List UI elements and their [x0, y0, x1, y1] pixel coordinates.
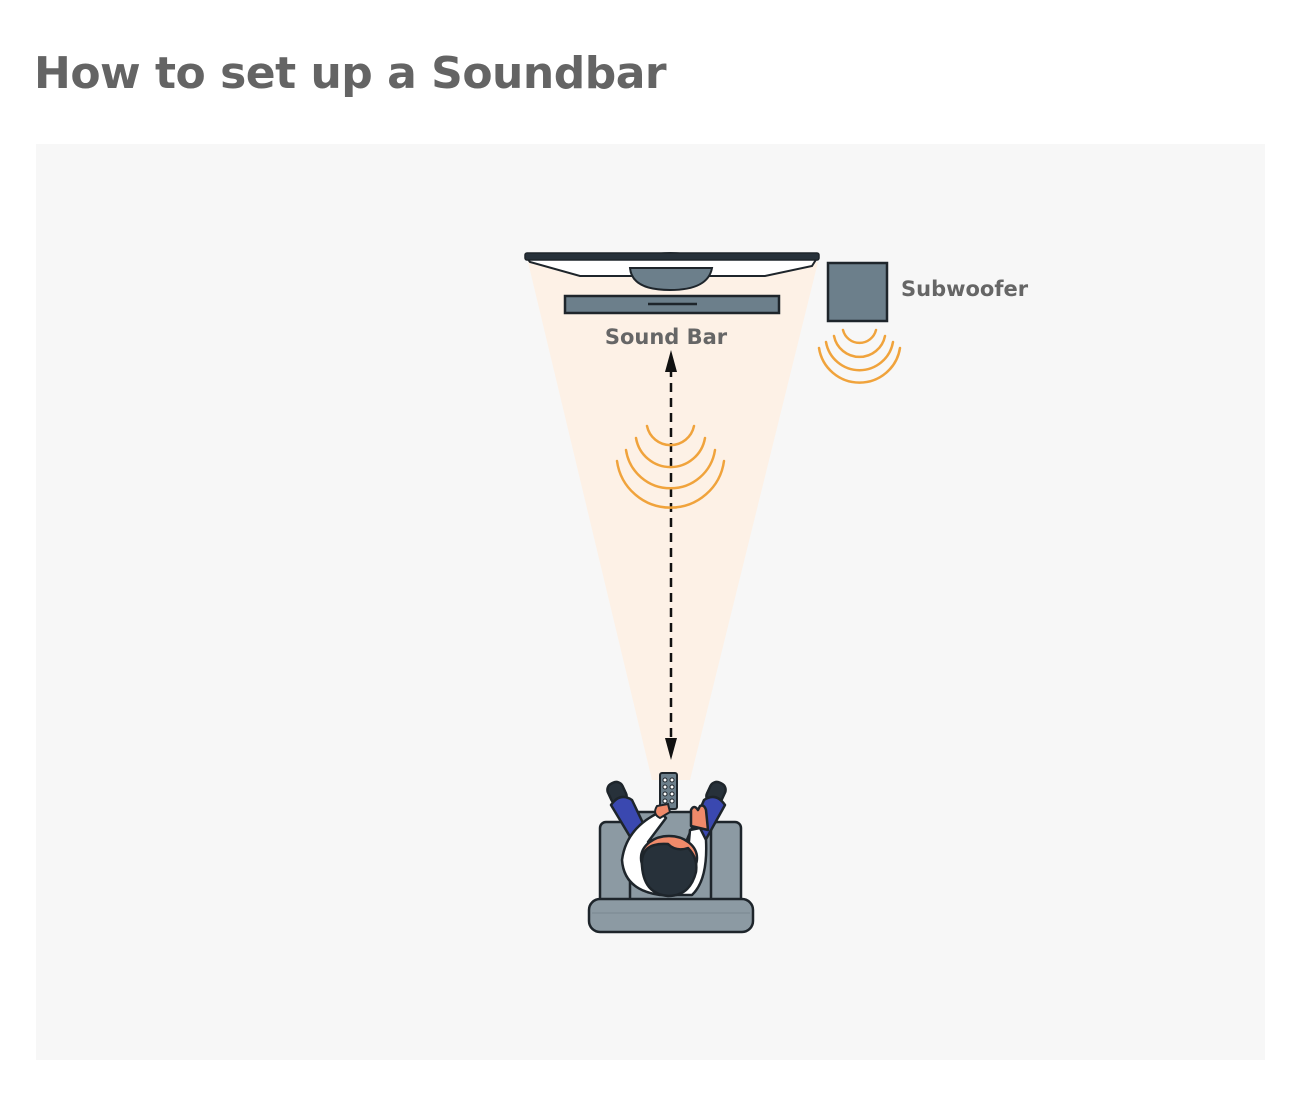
- listening-cone: [528, 262, 818, 780]
- subwoofer-label: Subwoofer: [901, 277, 1029, 301]
- remote-control-icon: [654, 772, 678, 820]
- subwoofer-sound-wave-icon: [817, 328, 902, 384]
- distance-arrow-icon: [665, 350, 677, 760]
- sound-wave-icon: [615, 424, 726, 509]
- person-with-remote-icon: [606, 780, 727, 898]
- sound-bar-icon: [563, 294, 781, 315]
- tv-icon: [524, 252, 820, 292]
- sound-bar-label: Sound Bar: [605, 325, 728, 349]
- subwoofer-icon: [826, 261, 889, 323]
- page-title: How to set up a Soundbar: [34, 48, 667, 99]
